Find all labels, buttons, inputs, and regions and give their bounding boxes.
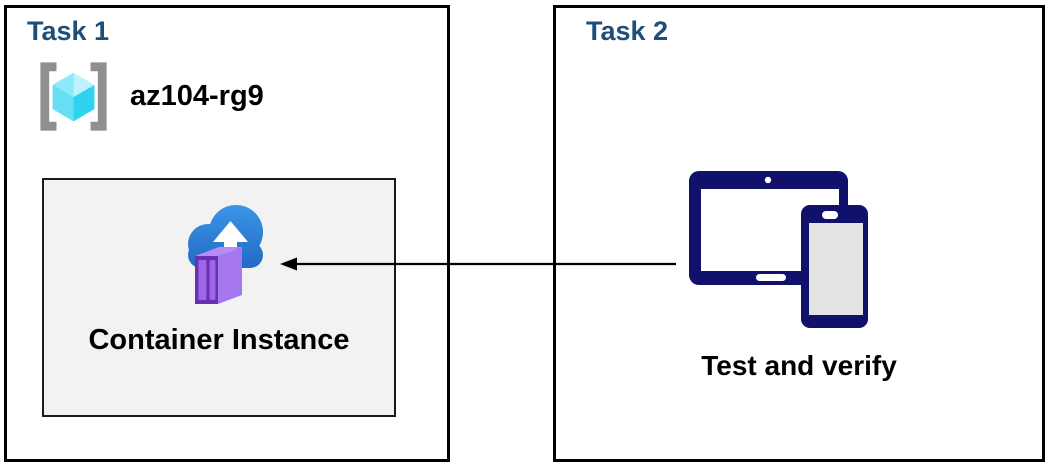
task2-title: Task 2 (586, 16, 669, 46)
resource-group: az104-rg9 (31, 60, 264, 133)
devices-label: Test and verify (701, 350, 897, 381)
container-instance-box: Container Instance (42, 178, 396, 417)
task1-box: Task 1 az104-rg9 (4, 5, 450, 462)
resource-group-name: az104-rg9 (130, 80, 264, 112)
bracket-right (90, 62, 107, 131)
arrow-connector (280, 257, 676, 271)
arrowhead (280, 257, 297, 271)
container-instance-label: Container Instance (88, 324, 350, 356)
task2-box: Task 2 Test and verify (553, 5, 1045, 462)
devices-icon (689, 171, 868, 328)
resource-group-icon (40, 62, 107, 131)
bracket-left (40, 62, 57, 131)
cube-shape (52, 72, 95, 122)
container-instance-icon-wrap (184, 194, 274, 317)
container-instance-icon (188, 205, 263, 304)
devices-icon-wrap (686, 163, 886, 338)
phone-shape (801, 205, 868, 328)
task1-title: Task 1 (27, 16, 110, 46)
container-shape (195, 247, 242, 304)
